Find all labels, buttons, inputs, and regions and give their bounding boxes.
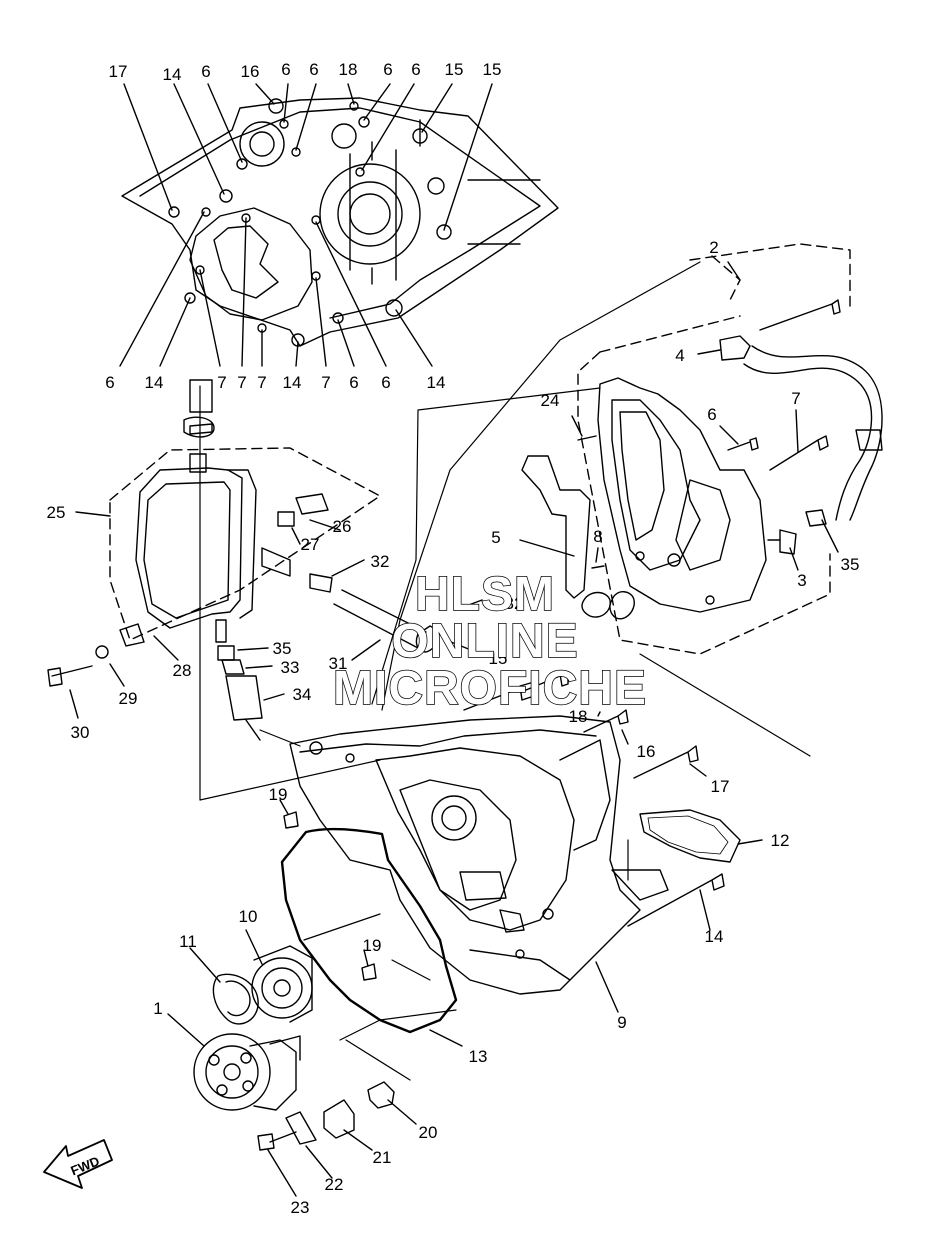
callout-label: 8 <box>593 527 602 546</box>
callout-label: 6 <box>707 405 716 424</box>
callout-label: 6 <box>381 373 390 392</box>
callout-label: 27 <box>301 535 320 554</box>
watermark-line-1: HLSM <box>415 568 555 621</box>
callout-label: 17 <box>109 62 128 81</box>
callout-label: 19 <box>363 936 382 955</box>
callout-label: 14 <box>283 373 302 392</box>
callout-label: 26 <box>333 517 352 536</box>
callout-label: 30 <box>71 723 90 742</box>
callout-label: 32 <box>505 594 524 613</box>
callout-label: 14 <box>427 373 446 392</box>
callout-label: 3 <box>797 571 806 590</box>
callout-label: 9 <box>617 1013 626 1032</box>
callout-label: 33 <box>281 658 300 677</box>
callout-label: 34 <box>293 685 312 704</box>
callout-label: 6 <box>383 60 392 79</box>
watermark: HLSM ONLINE MICROFICHE <box>332 567 647 716</box>
callout-label: 23 <box>291 1198 310 1217</box>
watermark-line-3: MICROFICHE <box>333 662 647 715</box>
callout-label: 16 <box>241 62 260 81</box>
callout-label: 19 <box>269 785 288 804</box>
callout-label: 16 <box>637 742 656 761</box>
callout-label: 5 <box>491 528 500 547</box>
callout-label: 2 <box>709 238 718 257</box>
oil-pump-assembly <box>521 243 883 655</box>
callout-label: 7 <box>237 373 246 392</box>
callout-label: 24 <box>541 391 560 410</box>
callout-label: 15 <box>483 60 502 79</box>
callout-label: 6 <box>201 62 210 81</box>
callout-label: 18 <box>339 60 358 79</box>
callout-label: 10 <box>239 907 258 926</box>
assembly-guides <box>199 261 811 1081</box>
watermark-line-2: ONLINE <box>391 615 578 668</box>
callout-label: 29 <box>119 689 138 708</box>
callout-label: 1 <box>153 999 162 1018</box>
crankcase-main <box>280 671 741 1034</box>
top-cover-leaders <box>119 83 493 367</box>
fwd-arrow-icon <box>43 1139 113 1189</box>
fwd-label: FWD <box>69 1153 102 1178</box>
callout-label: 15 <box>445 60 464 79</box>
callout-label: 32 <box>371 552 390 571</box>
callout-label: 20 <box>419 1123 438 1142</box>
callout-label: 14 <box>163 65 182 84</box>
callout-label: 13 <box>469 1047 488 1066</box>
lower-parts <box>43 945 395 1189</box>
callout-label: 6 <box>349 373 358 392</box>
lower-leaders <box>69 261 839 1197</box>
callout-label: 25 <box>47 503 66 522</box>
callout-label: 14 <box>145 373 164 392</box>
callout-label: 31 <box>329 654 348 673</box>
callout-label: 14 <box>705 927 724 946</box>
callout-label: 7 <box>321 373 330 392</box>
callout-label: 22 <box>325 1175 344 1194</box>
callout-label: 35 <box>841 555 860 574</box>
callout-label: 35 <box>273 639 292 658</box>
callout-label: 28 <box>173 661 192 680</box>
crankcase-cover-inner-view <box>121 97 559 347</box>
callout-label: 7 <box>257 373 266 392</box>
oil-tank-assembly <box>47 379 438 741</box>
callout-label: 15 <box>489 649 508 668</box>
callout-label: 6 <box>105 373 114 392</box>
callout-label: 12 <box>771 831 790 850</box>
callout-label: 6 <box>411 60 420 79</box>
callout-label: 21 <box>373 1148 392 1167</box>
callout-label: 7 <box>791 389 800 408</box>
callout-label: 6 <box>281 60 290 79</box>
callout-label: 4 <box>675 346 684 365</box>
callout-label: 11 <box>179 932 197 951</box>
callout-label: 6 <box>309 60 318 79</box>
callout-label: 18 <box>569 707 588 726</box>
callout-label: 17 <box>711 777 730 796</box>
callout-label: 7 <box>217 373 226 392</box>
